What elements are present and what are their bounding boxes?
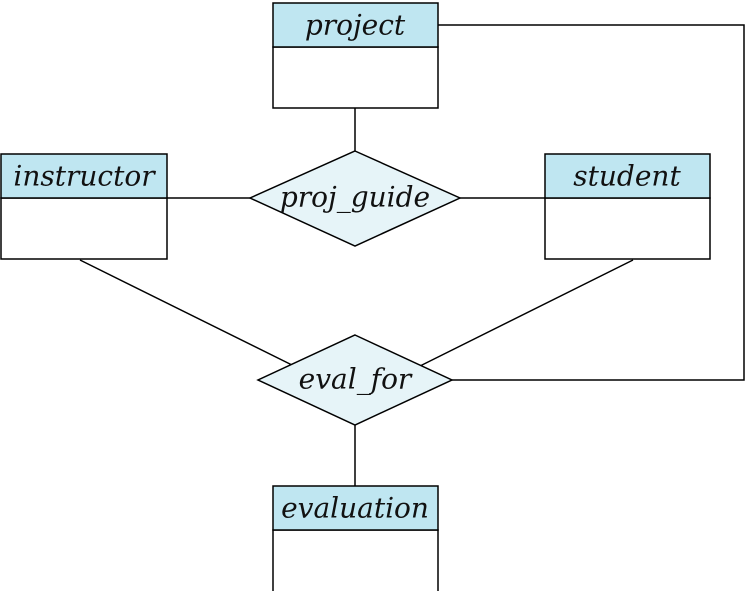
entity-instructor-attributes — [0, 197, 168, 260]
entity-evaluation-label: evaluation — [281, 492, 429, 525]
line-instructor-eval-for — [79, 259, 297, 368]
entity-instructor-label: instructor — [13, 160, 156, 193]
connection-lines — [79, 24, 745, 486]
entity-evaluation: evaluation — [272, 485, 439, 591]
entity-student-attributes — [544, 197, 711, 260]
relationship-eval-for-diamond — [256, 334, 454, 426]
relationship-eval-for-label: eval_for — [299, 363, 413, 396]
line-project-eval-for — [438, 24, 745, 381]
entity-instructor: instructor — [0, 153, 168, 260]
entity-evaluation-attributes — [272, 529, 439, 591]
entity-student-header — [544, 153, 711, 199]
entity-evaluation-header — [272, 485, 439, 531]
entity-instructor-header — [0, 153, 168, 199]
entity-project-label: project — [305, 9, 406, 42]
relationship-proj-guide: proj_guide — [248, 150, 462, 247]
relationship-proj-guide-label: proj_guide — [280, 181, 430, 214]
entity-student-label: student — [573, 160, 681, 193]
entity-project: project — [272, 2, 439, 109]
line-student-eval-for — [417, 259, 634, 368]
entity-project-attributes — [272, 46, 439, 109]
relationship-proj-guide-diamond — [248, 150, 462, 247]
relationship-eval-for: eval_for — [256, 334, 454, 426]
entity-project-header — [272, 2, 439, 48]
entity-student: student — [544, 153, 711, 260]
